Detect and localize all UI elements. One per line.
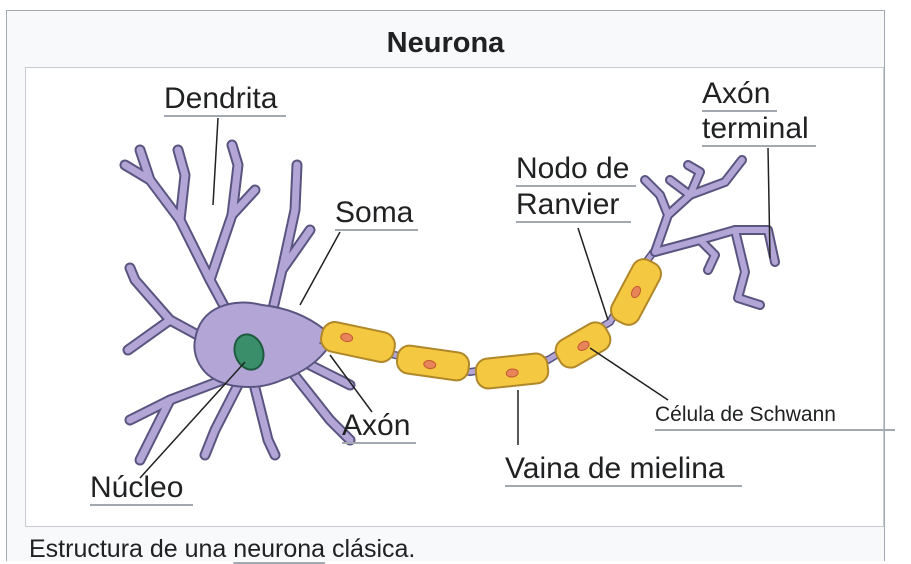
label-vaina[interactable]: Vaina de mielina bbox=[505, 452, 725, 485]
label-schwann[interactable]: Célula de Schwann bbox=[655, 403, 836, 426]
label-axon[interactable]: Axón bbox=[342, 409, 410, 442]
label-nucleo[interactable]: Núcleo bbox=[90, 471, 183, 504]
label-dendrita[interactable]: Dendrita bbox=[164, 82, 278, 115]
pointer-schwann bbox=[590, 348, 668, 400]
axon-terminals bbox=[645, 160, 775, 305]
label-nodo-line1[interactable]: Nodo de bbox=[516, 152, 629, 185]
label-axon-terminal-line2[interactable]: terminal bbox=[702, 112, 809, 145]
myelin-segment bbox=[319, 320, 398, 365]
label-soma[interactable]: Soma bbox=[335, 196, 414, 229]
label-axon-terminal-line1[interactable]: Axón bbox=[702, 77, 770, 110]
pointer-nodo bbox=[578, 228, 608, 320]
pointer-dendrita bbox=[213, 118, 218, 205]
label-nodo-line2[interactable]: Ranvier bbox=[516, 188, 619, 221]
